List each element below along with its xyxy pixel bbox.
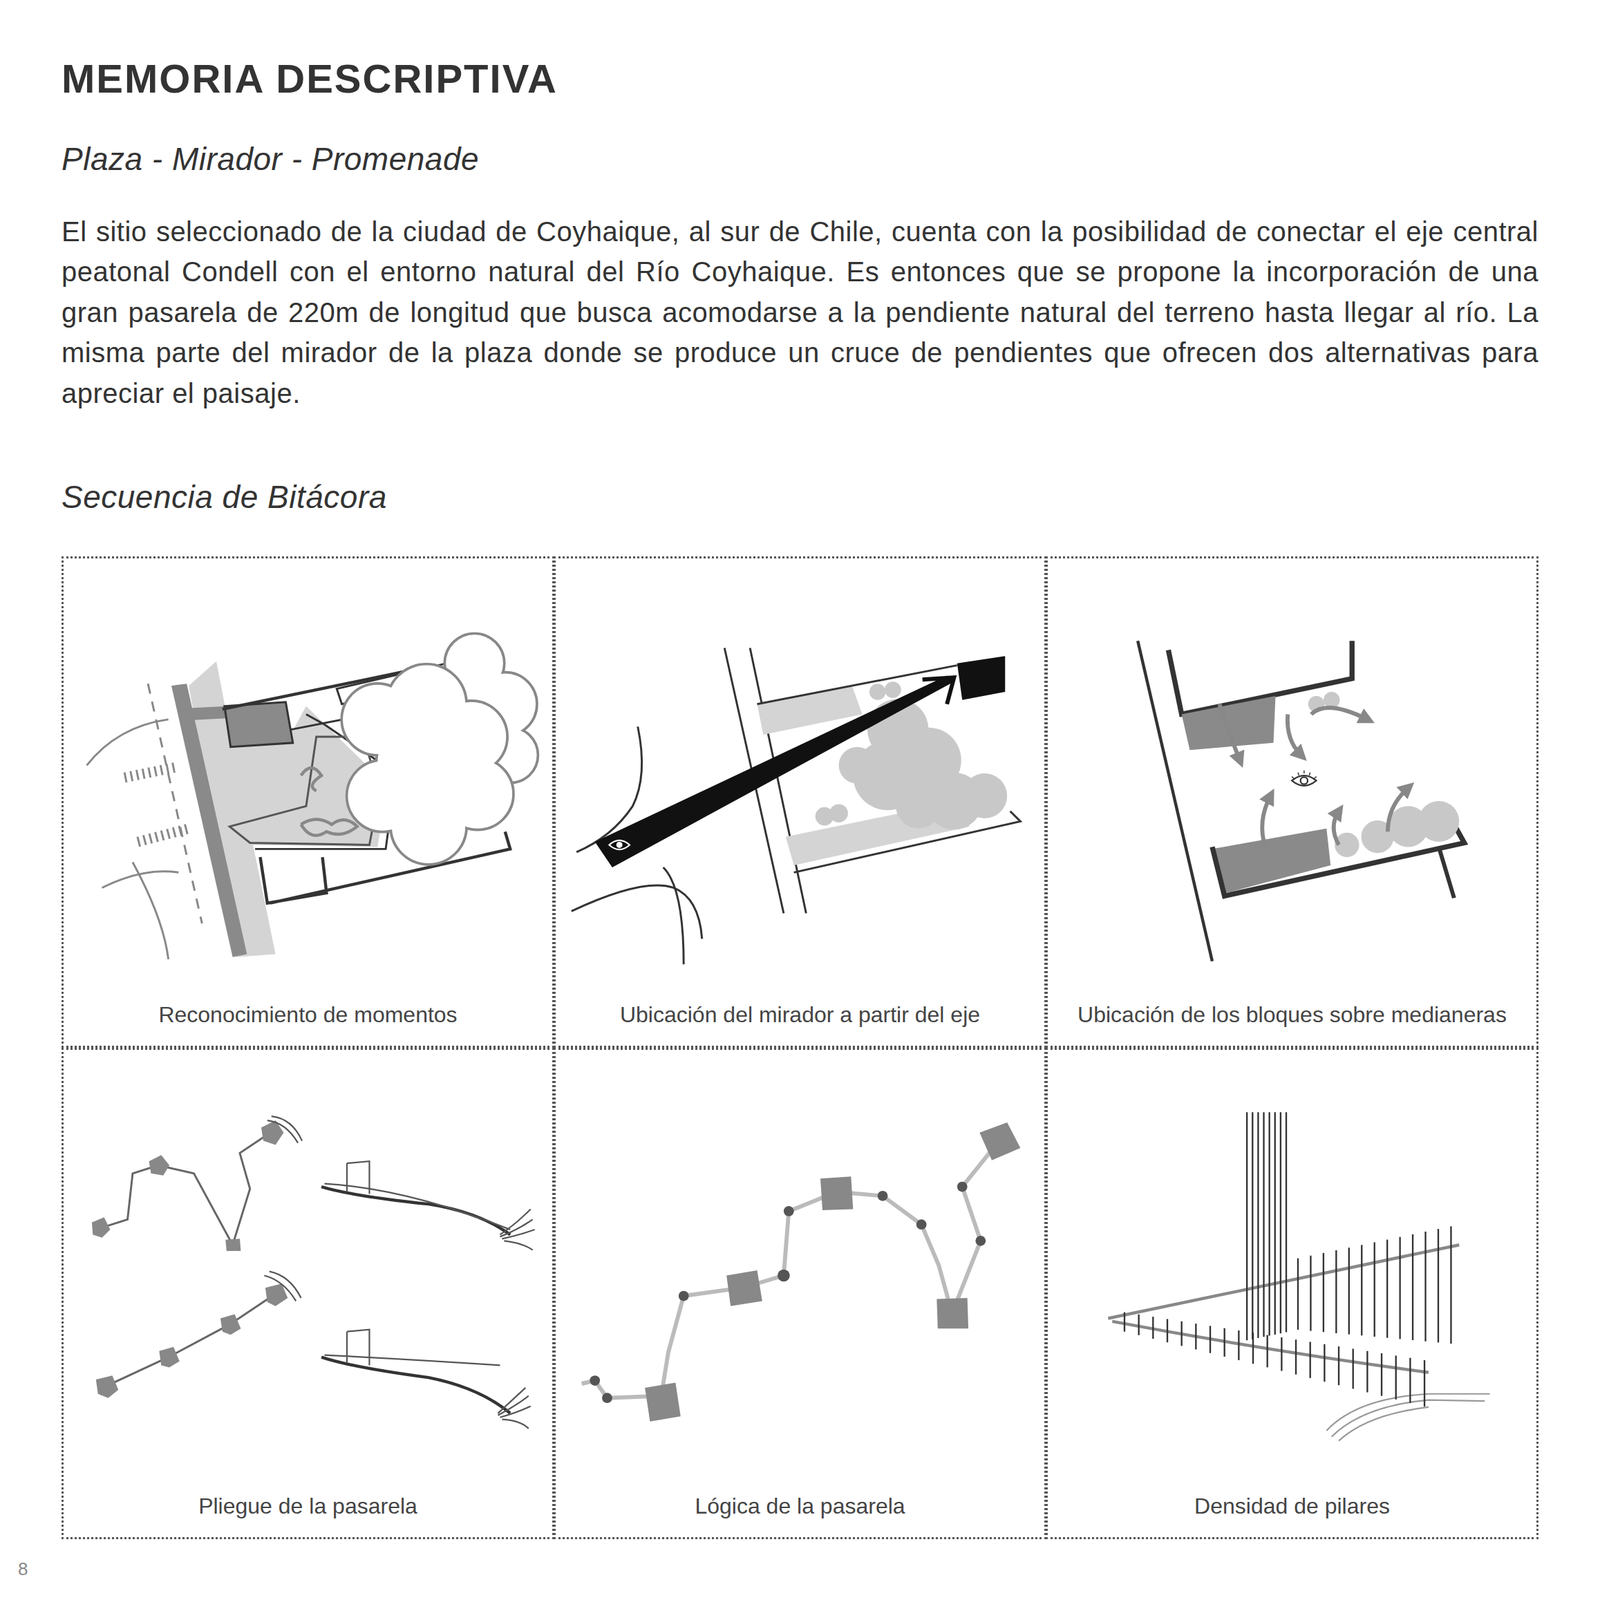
panel-caption: Ubicación de los bloques sobre medianera… [1047, 1001, 1537, 1028]
sketch-panel: Densidad de pilares [1045, 1047, 1539, 1540]
page-title: MEMORIA DESCRIPTIVA [61, 55, 558, 102]
panel-caption: Lógica de la pasarela [555, 1492, 1045, 1520]
section-heading: Secuencia de Bitácora [61, 478, 388, 517]
sketch-panel: Ubicación del mirador a partir del eje [553, 556, 1047, 1048]
drawings [86, 634, 1490, 1441]
sketch-panel: Reconocimiento de momentos [61, 556, 555, 1048]
panel-caption: Densidad de pilares [1047, 1492, 1537, 1520]
fold-sketches [91, 1116, 535, 1429]
site-plan [86, 634, 537, 959]
page-number: 8 [17, 1558, 29, 1580]
walkway-logic [581, 1122, 1021, 1422]
panel-caption: Pliegue de la pasarela [63, 1492, 553, 1520]
sketch-panel: Pliegue de la pasarela [61, 1047, 555, 1540]
body-paragraph: El sitio seleccionado de la ciudad de Co… [61, 211, 1539, 414]
sketch-panel: Lógica de la pasarela [553, 1047, 1047, 1540]
axis-plan [571, 648, 1021, 965]
sketch-panel: Ubicación de los bloques sobre medianera… [1045, 556, 1539, 1048]
panel-caption: Reconocimiento de momentos [63, 1001, 553, 1028]
panel-caption: Ubicación del mirador a partir del eje [555, 1001, 1045, 1028]
pillar-density [1107, 1112, 1490, 1441]
subtitle: Plaza - Mirador - Promenade [61, 140, 479, 179]
blocks-plan [1137, 640, 1464, 962]
